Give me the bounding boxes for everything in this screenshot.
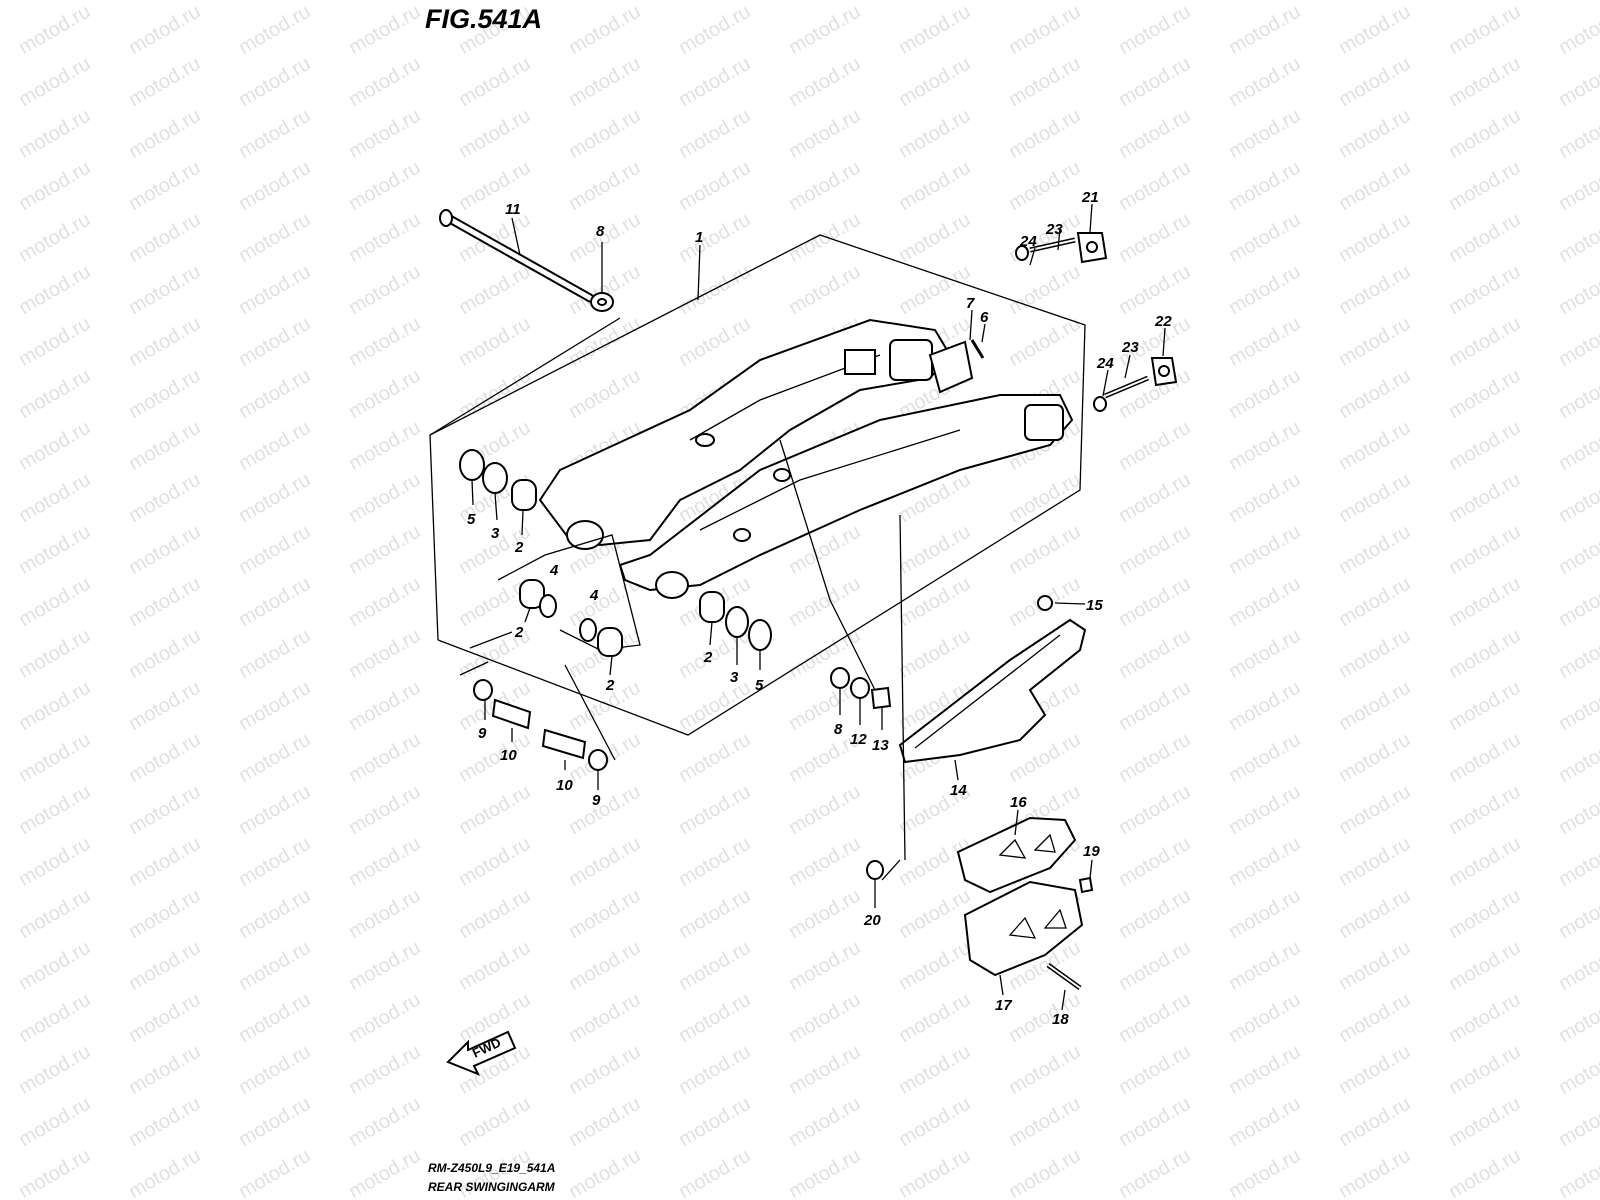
callout-7: 7 (966, 295, 975, 312)
callout-10b: 10 (556, 777, 573, 794)
callout-23b: 23 (1121, 339, 1139, 356)
washer-3b (725, 606, 749, 638)
callout-2a: 2 (514, 539, 524, 556)
callout-10a: 10 (500, 747, 517, 764)
callout-2d: 2 (703, 649, 713, 666)
callout-4b: 4 (589, 587, 599, 604)
callout-24a: 24 (1019, 233, 1037, 250)
collar-9b (588, 749, 608, 771)
callout-12: 12 (850, 731, 867, 748)
callout-24b: 24 (1096, 355, 1114, 372)
ring-4a (539, 594, 557, 618)
screw-15 (1037, 595, 1053, 611)
bearing-2b (519, 579, 545, 609)
washer-8b (830, 667, 850, 689)
callout-22: 22 (1154, 313, 1172, 330)
callout-2b: 2 (514, 624, 524, 641)
washer-3a (482, 462, 508, 494)
callout-20: 20 (863, 912, 881, 929)
bearing-2a (511, 479, 537, 511)
chain-adjuster-22 (1093, 357, 1178, 412)
swingarm (538, 318, 1074, 701)
collar-9a (473, 679, 493, 701)
callout-19: 19 (1083, 843, 1100, 860)
callout-9b: 9 (592, 792, 601, 809)
sleeve-10a (491, 698, 532, 730)
bearing-2d (699, 591, 725, 623)
callout-3a: 3 (491, 525, 500, 542)
chain-guide-17 (963, 880, 1084, 977)
callout-11: 11 (505, 201, 521, 218)
bearing-2c (597, 627, 623, 657)
callout-8: 8 (596, 223, 605, 240)
callout-13: 13 (872, 737, 889, 754)
chain-guide-16 (956, 816, 1077, 894)
nut-20 (866, 860, 884, 880)
seal-5a (459, 449, 485, 481)
callout-21: 21 (1081, 189, 1099, 206)
bolt-19 (1078, 876, 1094, 894)
callout-4a: 4 (549, 562, 559, 579)
callout-3b: 3 (730, 669, 739, 686)
callout-9a: 9 (478, 725, 487, 742)
sleeve-10b (541, 728, 587, 760)
callout-17: 17 (995, 997, 1012, 1014)
callout-16: 16 (1010, 794, 1027, 811)
diagram-code: RM-Z450L9_E19_541A (428, 1161, 556, 1175)
chain-slider-14 (898, 618, 1087, 764)
callout-18: 18 (1052, 1011, 1069, 1028)
callout-14: 14 (950, 782, 967, 799)
callouts: 11 8 1 7 6 21 23 24 22 23 24 5 3 2 4 2 4… (467, 189, 1172, 1028)
nut-13 (870, 686, 892, 710)
plate-7 (928, 340, 974, 394)
callout-1: 1 (695, 229, 703, 246)
callout-5a: 5 (467, 511, 476, 528)
assembly-box (429, 234, 1086, 736)
figure-title: FIG.541A (425, 4, 543, 34)
washer-12 (850, 677, 870, 699)
callout-6: 6 (980, 309, 989, 326)
ring-4b (579, 618, 597, 642)
callout-5b: 5 (755, 677, 764, 694)
seal-5b (748, 619, 772, 651)
fwd-arrow: FWD (446, 1030, 517, 1076)
diagram-name: REAR SWINGINGARM (428, 1180, 555, 1194)
callout-15: 15 (1086, 597, 1103, 614)
callout-2c: 2 (605, 677, 615, 694)
pivot-shaft (439, 209, 595, 303)
callout-23a: 23 (1045, 221, 1063, 238)
chain-adjuster-21 (1015, 232, 1108, 264)
callout-8b: 8 (834, 721, 843, 738)
